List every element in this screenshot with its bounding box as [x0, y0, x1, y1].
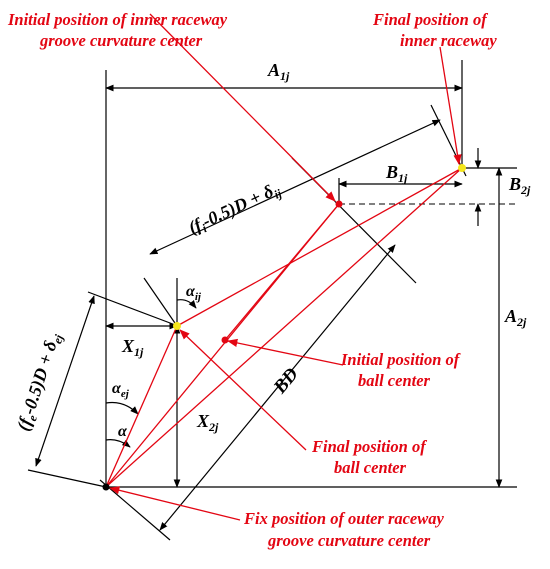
final-inner-raceway-point: [458, 164, 466, 172]
label-alpha-ej: αej: [112, 380, 130, 400]
leader-final-ball-center: [179, 329, 307, 451]
ball-normal-lower: [99, 479, 171, 541]
label-fix-outer-center-1: Fix position of outer raceway: [243, 509, 445, 528]
fe-dimension-line: [35, 295, 95, 467]
outer-to-final-inner-line: [105, 167, 463, 488]
label-a2j: A2j: [504, 306, 527, 329]
outer-to-final-ball-line: [105, 325, 178, 488]
leader-fix-outer-center: [108, 486, 241, 521]
leader-final-inner-raceway: [439, 46, 462, 166]
label-fe-expression: (fe-0.5)D + δej: [13, 329, 67, 434]
fe-ext-lower: [27, 469, 107, 488]
label-a1j: A1j: [267, 60, 290, 83]
label-b2j: B2j: [508, 174, 531, 197]
label-final-inner-raceway-2: inner raceway: [400, 31, 497, 50]
fi-dimension-line: [149, 119, 441, 255]
label-x1j: X1j: [121, 336, 144, 359]
alpha-ej-arc: [105, 401, 139, 415]
initial-inner-center-point: [335, 200, 343, 208]
label-b1j: B1j: [385, 162, 408, 185]
final-ball-to-inner-line: [176, 167, 463, 327]
bd-dimension-line: [159, 244, 396, 531]
label-initial-ball-center-2: ball center: [358, 371, 431, 390]
label-initial-inner-center-2: groove curvature center: [39, 31, 203, 50]
fe-ext-upper: [87, 291, 179, 327]
alpha-ij-arc: [176, 299, 197, 309]
initial-ball-center-point: [221, 336, 229, 344]
alpha-arc: [105, 439, 131, 448]
label-initial-ball-center-1: Initial position of: [340, 350, 461, 369]
initial-ball-to-inner-line: [224, 203, 340, 341]
leader-initial-inner-center: [149, 13, 336, 202]
label-fix-outer-center-2: groove curvature center: [267, 531, 431, 550]
label-bd: BD: [269, 364, 303, 399]
label-x2j: X2j: [196, 411, 219, 434]
label-final-ball-center-1: Final position of: [311, 437, 427, 456]
label-final-ball-center-2: ball center: [334, 458, 407, 477]
leader-initial-ball-center: [226, 338, 344, 366]
outer-center-point: [102, 483, 110, 491]
final-ball-center-point: [173, 322, 181, 330]
label-final-inner-raceway-1: Final position of: [372, 10, 488, 29]
label-fi-expression: (fi-0.5)D + δij: [185, 178, 284, 241]
label-initial-inner-center-1: Initial position of inner raceway: [7, 10, 228, 29]
label-alpha: α: [118, 423, 128, 440]
label-alpha-ij: αij: [186, 283, 202, 303]
